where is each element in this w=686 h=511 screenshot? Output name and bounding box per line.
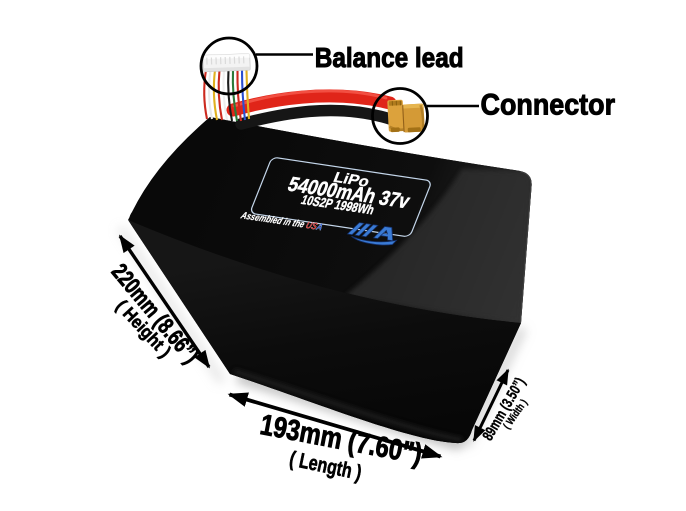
- svg-text:LiPo: LiPo: [331, 170, 372, 190]
- svg-text:Balance lead: Balance lead: [315, 41, 464, 73]
- svg-text:Connector: Connector: [481, 88, 616, 122]
